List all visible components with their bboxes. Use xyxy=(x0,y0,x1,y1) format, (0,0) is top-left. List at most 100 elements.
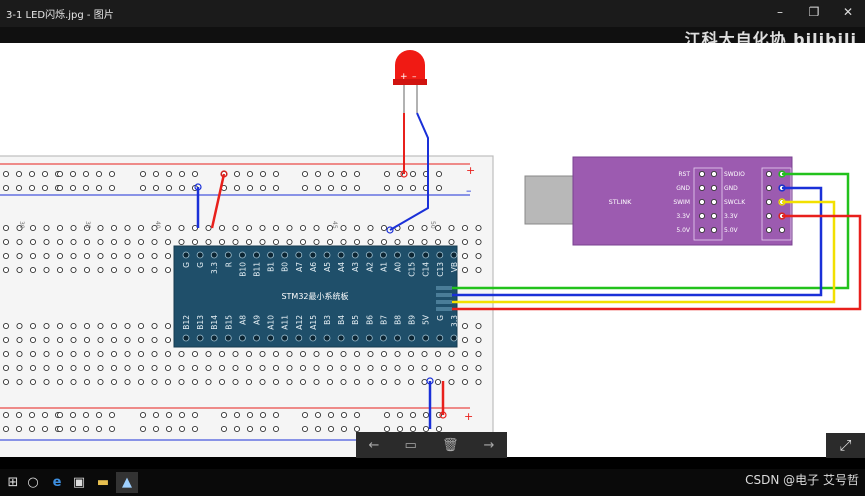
swd-wire xyxy=(452,200,836,304)
terminal-hole xyxy=(421,364,428,372)
terminal-hole xyxy=(137,238,145,246)
close-button[interactable]: ✕ xyxy=(842,5,854,19)
rail-hole xyxy=(15,184,23,192)
led-body xyxy=(395,50,425,83)
terminal-hole xyxy=(340,238,347,246)
viewer-toolbar: ← ▭ 🗑 → xyxy=(356,432,507,458)
board-pin-label-bottom: B12 xyxy=(182,315,191,330)
folder-icon[interactable]: ▬ xyxy=(96,475,110,490)
tray-text: CSDN @电子 艾号哲 xyxy=(745,473,859,487)
search-icon[interactable]: ○ xyxy=(27,475,39,490)
terminal-hole xyxy=(434,238,442,246)
rail-hole xyxy=(409,411,417,419)
led-wire-blue xyxy=(389,112,429,231)
terminal-hole xyxy=(43,364,50,372)
rail-hole xyxy=(165,170,173,178)
rail-hole xyxy=(69,170,77,178)
terminal-hole xyxy=(259,350,266,358)
terminal-hole xyxy=(83,252,91,260)
maximize-button[interactable]: ❐ xyxy=(808,5,820,19)
title-bar: 3-1 LED闪烁.jpg - 图片 – ❐ ✕ xyxy=(0,0,865,27)
terminal-hole xyxy=(178,378,185,386)
terminal-hole xyxy=(286,350,293,358)
terminal-hole xyxy=(353,238,361,246)
terminal-hole xyxy=(29,378,37,386)
rail-hole xyxy=(178,425,186,433)
rail-hole xyxy=(396,184,404,192)
rail-hole xyxy=(396,411,404,419)
terminal-hole xyxy=(191,378,199,386)
board-pin-label-bottom: B7 xyxy=(379,315,388,325)
terminal-hole xyxy=(110,224,118,232)
terminal-hole xyxy=(232,224,239,232)
edge-icon[interactable]: e xyxy=(52,475,62,490)
board-pin-label-top: B0 xyxy=(281,262,290,272)
minimize-button[interactable]: – xyxy=(777,5,783,19)
terminal-hole xyxy=(178,224,185,232)
board-pin-bottom xyxy=(436,334,444,342)
board-pin-label-top: C14 xyxy=(422,262,431,277)
window-title: 3-1 LED闪烁.jpg - 图片 xyxy=(6,10,114,21)
terminal-hole xyxy=(313,350,320,358)
terminal-hole xyxy=(2,266,10,274)
rail-plus-label-bottom: + xyxy=(464,410,473,423)
delete-icon[interactable]: 🗑 xyxy=(441,437,459,453)
rail-hole xyxy=(15,425,23,433)
terminal-hole xyxy=(394,378,401,386)
rail-hole xyxy=(233,425,241,433)
terminal-hole xyxy=(29,350,37,358)
rail-hole xyxy=(435,184,443,192)
board-pin-bottom xyxy=(394,334,401,342)
board-pin-label-bottom: 5V xyxy=(422,314,431,325)
terminal-hole xyxy=(326,238,334,246)
app-icon[interactable]: ▣ xyxy=(72,475,86,490)
terminal-hole xyxy=(232,350,239,358)
board-pin-label-top: C15 xyxy=(408,262,417,277)
terminal-hole xyxy=(124,266,131,274)
terminal-hole xyxy=(124,336,131,344)
led-plus-label: + xyxy=(400,72,408,82)
rail-hole xyxy=(191,170,199,178)
terminal-hole xyxy=(70,266,77,274)
terminal-hole xyxy=(16,336,23,344)
rail-hole xyxy=(28,184,36,192)
photos-icon[interactable]: ▲ xyxy=(116,472,138,493)
stlink-pin xyxy=(698,170,706,178)
swd-pin xyxy=(436,293,452,297)
board-pin-label-top: G xyxy=(196,262,205,268)
rail-hole xyxy=(340,411,348,419)
rail-hole xyxy=(41,411,49,419)
rail-hole xyxy=(152,425,160,433)
column-number-label: 45 xyxy=(331,221,338,229)
rail-hole xyxy=(340,425,348,433)
terminal-hole xyxy=(56,378,64,386)
start-icon[interactable]: ⊞ xyxy=(7,475,19,490)
terminal-hole xyxy=(313,238,320,246)
rail-hole xyxy=(233,170,241,178)
swd-pin xyxy=(436,307,452,311)
terminal-hole xyxy=(367,364,374,372)
expand-icon[interactable]: ⤢ xyxy=(826,433,865,458)
view-button[interactable]: ▭ xyxy=(404,437,417,453)
terminal-hole xyxy=(110,336,118,344)
terminal-hole xyxy=(110,238,118,246)
board-pin-label-top: A5 xyxy=(323,262,332,272)
stlink-usb-plug xyxy=(524,175,577,225)
terminal-hole xyxy=(475,350,482,358)
prev-image-button[interactable]: ← xyxy=(368,437,380,453)
rail-hole xyxy=(435,170,443,178)
terminal-hole xyxy=(259,378,266,386)
stlink-pin xyxy=(778,226,786,234)
next-image-button[interactable]: → xyxy=(483,437,495,453)
terminal-hole xyxy=(380,224,388,232)
stlink-name: STLINK xyxy=(609,198,632,206)
image-top-strip xyxy=(0,27,865,43)
terminal-hole xyxy=(475,252,482,260)
board-pin-top xyxy=(422,251,430,259)
board-pin-bottom xyxy=(379,334,387,342)
swd-pin xyxy=(436,286,452,290)
stlink-right-label: 5.0V xyxy=(724,227,739,234)
rail-hole xyxy=(301,425,309,433)
rail-hole xyxy=(383,184,391,192)
